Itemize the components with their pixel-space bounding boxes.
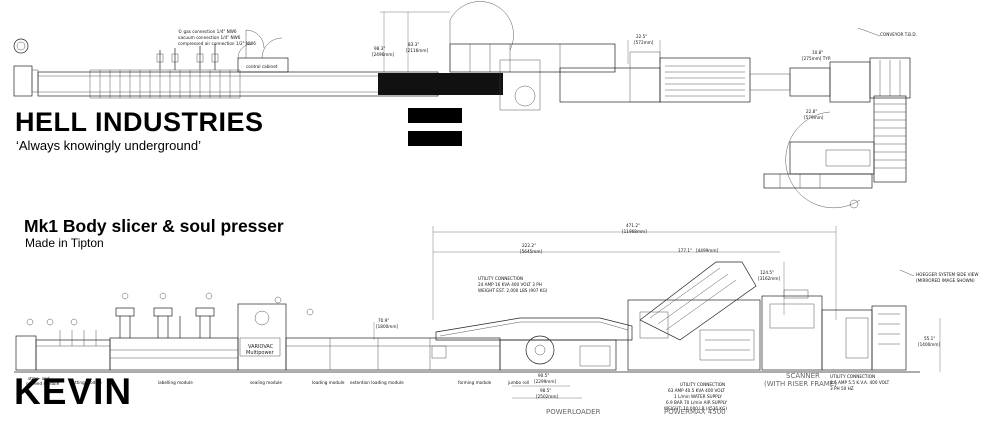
dim-e-mm: [2299mm] xyxy=(534,379,556,384)
extention-module-label: extention loading module xyxy=(350,380,404,385)
utility-3-b: 8.6 AMP 5.5 K.V.A. 400 VOLT xyxy=(830,380,890,385)
dim-g-mm: [1400mm] xyxy=(918,342,940,347)
plan-film-block xyxy=(378,73,503,95)
forming-module-label: forming module xyxy=(458,380,492,385)
utility-2-d: 6.9 BAR 70 L/min AIR SUPPLY xyxy=(666,400,727,405)
redaction-bar-1 xyxy=(408,108,462,123)
gas-note-1: © gas connection 1/4" NW6 xyxy=(178,29,237,34)
scanner-sub: (WITH RISER FRAME) xyxy=(764,380,837,388)
dim-f: 98.5" xyxy=(540,388,551,393)
plan-left-station xyxy=(13,38,39,97)
infeed-label-1: strap- and xyxy=(28,376,50,381)
dim-plan-5: 22.8" xyxy=(806,109,817,114)
utility-1-a: UTILITY CONNECTION xyxy=(478,276,523,281)
plan-upper-structure xyxy=(449,1,616,111)
elev-powerloader: jumbo roll UTILITY CONNECTION 24 AMP 16 … xyxy=(435,276,633,416)
dim-plan-4-mm: [275mm] TYP. xyxy=(802,56,831,61)
dim-f-mm: [2502mm] xyxy=(536,394,558,399)
machine-nickname: KEVIN xyxy=(14,371,133,412)
utility-2-a: UTILITY CONNECTION xyxy=(680,382,725,387)
machine-origin: Made in Tipton xyxy=(25,236,104,250)
cutting-module-label: cutting module xyxy=(70,380,102,385)
plan-output-conveyor xyxy=(763,95,907,209)
dim-overall-mm: [11968mm] xyxy=(622,229,647,234)
company-tagline: ‘Always knowingly underground’ xyxy=(16,138,201,153)
dim-plan-2-mm: [2116mm] xyxy=(406,48,428,53)
dim-d-mm: [1800mm] xyxy=(376,324,398,329)
dim-b-mm: [4499mm] xyxy=(696,248,718,253)
dim-plan-1: 98.3" xyxy=(374,46,385,51)
dim-plan-3-mm: [572mm] xyxy=(634,40,654,45)
dim-overall: 471.2" xyxy=(626,223,640,228)
elevation-view: 471.2" [11968mm] 222.2" [5645mm] 177.1" … xyxy=(14,223,978,416)
dim-c-mm: [3162mm] xyxy=(758,276,780,281)
utility-2-e: WEIGHT: 10,000 LB (4536 KG) xyxy=(664,406,727,411)
gas-note-3: compressed air connection 1/2" NW6 xyxy=(178,41,256,46)
plan-view: control cabinet © gas connection 1/4" NW… xyxy=(13,1,917,209)
utility-2-b: 63 AMP 40.5 KVA 400 VOLT xyxy=(668,388,725,393)
labelling-module-label: labelling module xyxy=(158,380,193,385)
powermax-label: POWERMAX 4500 xyxy=(664,408,726,416)
infeed-label-2: outfeed module xyxy=(26,381,60,386)
elev-infeed-module: strap- and outfeed module cutting module xyxy=(15,318,111,386)
utility-1-c: WEIGHT EST. 2,000 LBS (907 KG) xyxy=(478,288,548,293)
plan-control-cabinet: control cabinet xyxy=(237,29,289,73)
dim-d: 70.9" xyxy=(378,318,389,323)
dim-plan-2: 83.3" xyxy=(408,42,419,47)
conveyor-label: CONVEYOR T.B.D. xyxy=(880,32,917,37)
sealing-module-label: sealing module xyxy=(250,380,282,385)
hoegger-note-2: (MIRRORED IMAGE SHOWN) xyxy=(916,278,975,283)
scanner-label: SCANNER xyxy=(786,372,820,380)
dim-plan-1-mm: [2496mm] xyxy=(372,52,394,57)
utility-1-b: 24 AMP 16 KVA 400 VOLT 3 PH xyxy=(478,282,542,287)
plan-dimensions: 98.3" [2496mm] 83.3" [2116mm] 22.5" [572… xyxy=(372,11,831,120)
powerloader-label: POWERLOADER xyxy=(546,408,601,416)
dim-e: 90.5" xyxy=(538,373,549,378)
utility-3-a: UTILITY CONNECTION xyxy=(830,374,875,379)
variovac-sub: Multipower xyxy=(246,350,275,356)
utility-3-c: 3 PH 50 HZ xyxy=(830,386,854,391)
hoegger-note-1: HOEGGER SYSTEM SIDE VIEW xyxy=(916,272,978,277)
dim-c: 124.5" xyxy=(760,270,774,275)
utility-2-c: 1 L/min WATER SUPPLY xyxy=(674,394,722,399)
dim-plan-3: 22.5" xyxy=(636,34,647,39)
elev-sealing-module: VARIOVAC Multipower sealing module xyxy=(237,296,287,385)
dim-plan-5-mm: [579mm] xyxy=(804,115,824,120)
redaction-bar-2 xyxy=(408,131,462,146)
elev-loading-modules: loading module extention loading module … xyxy=(285,308,501,385)
jumbo-roll-label: jumbo roll xyxy=(507,380,529,385)
variovac-label: VARIOVAC xyxy=(248,344,274,350)
dim-plan-4: 10.8" xyxy=(812,50,823,55)
plan-module-ladder xyxy=(89,44,241,99)
gas-note-2: vacuum connection 1/4" NW6 xyxy=(178,35,241,40)
elev-scanner: HOEGGER SYSTEM SIDE VIEW (MIRRORED IMAGE… xyxy=(761,269,978,391)
dim-b: 177.1" xyxy=(678,248,692,253)
loading-module-label: loading module xyxy=(312,380,345,385)
plan-right-machinery: CONVEYOR T.B.D. xyxy=(559,27,917,103)
dim-a-mm: [5645mm] xyxy=(520,249,542,254)
machine-title: Mk1 Body slicer & soul presser xyxy=(24,216,284,236)
elev-powermax: UTILITY CONNECTION 63 AMP 40.5 KVA 400 V… xyxy=(627,261,761,416)
dim-g: 55.1" xyxy=(924,336,935,341)
control-cabinet-label: control cabinet xyxy=(246,64,278,69)
company-title: HELL INDUSTRIES xyxy=(15,107,264,137)
dim-a: 222.2" xyxy=(522,243,536,248)
